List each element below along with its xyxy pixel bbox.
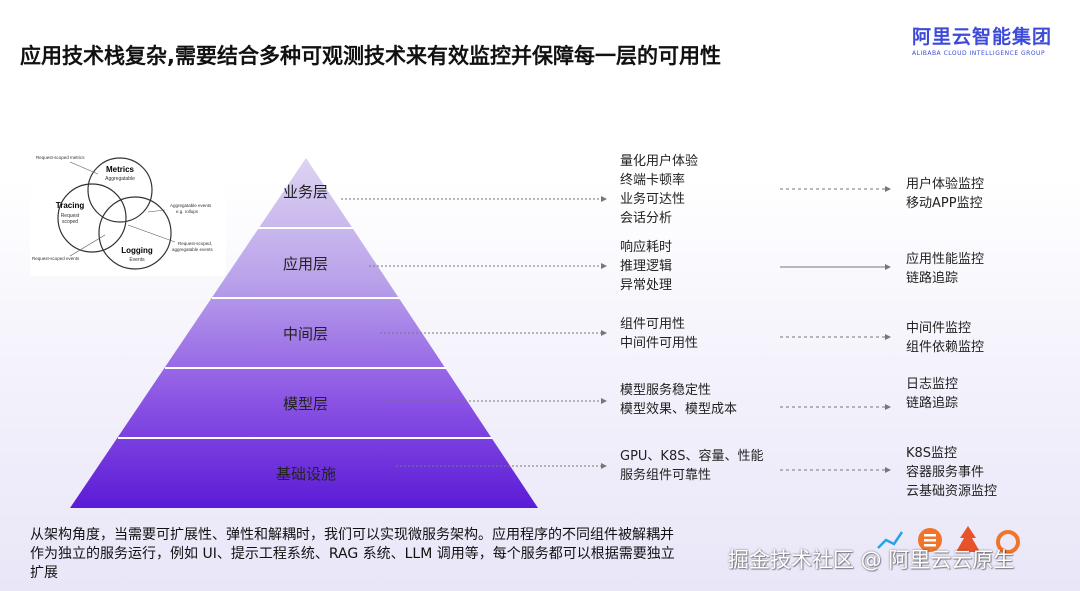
feature-item: 服务组件可靠性 [620,468,712,483]
logging-sub: Events [129,257,145,263]
feature-item: 异常处理 [620,278,673,293]
feature-item: 组件可用性 [620,317,686,332]
monitoring-item: 用户体验监控 [906,177,985,192]
metrics-sub: Aggregatable [105,176,135,182]
features-middleware: 组件可用性 中间件可用性 [620,315,698,353]
leader-line [69,234,106,257]
footer-line: 作为独立的服务运行，例如 UI、提示工程系统、RAG 系统、LLM 调用等，每个… [30,546,675,562]
layer-label-middleware: 中间层 [283,325,329,343]
monitoring-item: K8S监控 [906,446,958,461]
monitoring-item: 组件依赖监控 [906,340,985,355]
monitoring-item: 中间件监控 [906,321,972,336]
monitoring-item: 链路追踪 [906,271,959,286]
leader-line [69,161,99,175]
feature-item: 模型效果、模型成本 [620,402,738,417]
tracing-sub1: Request [61,213,80,219]
monitoring-item: 移动APP监控 [906,196,983,211]
monitoring-business: 用户体验监控 移动APP监控 [906,175,984,213]
monitoring-model: 日志监控 链路追踪 [906,375,958,413]
logging-title: Logging [121,246,153,255]
leader-line [127,224,176,243]
decorative-icons [877,526,1020,554]
logo-name-cn: 阿里云智能集团 [912,26,1053,48]
footer-line: 扩展 [30,565,58,581]
monitoring-infrastructure: K8S监控 容器服务事件 云基础资源监控 [906,444,997,501]
observability-venn-diagram: Metrics Aggregatable Tracing Request sco… [30,150,226,276]
features-business: 量化用户体验 终端卡顿率 业务可达性 会话分析 [620,152,698,228]
monitoring-item: 云基础资源监控 [906,484,998,499]
rocket-icon [956,526,980,552]
slide-title: 应用技术栈复杂,需要结合多种可观测技术来有效监控并保障每一层的可用性 [20,44,721,68]
note-agg-events-2: e.g. rollups [176,209,199,214]
features-application: 响应耗时 推理逻辑 异常处理 [620,238,672,295]
note-agg-events-1: Aggregatable events [170,203,212,208]
feature-item: 响应耗时 [620,240,673,255]
features-infrastructure: GPU、K8S、容量、性能 服务组件可靠性 [620,447,763,485]
watermark-text: 掘金技术社区 @ 阿里云云原生 [728,548,1015,572]
monitoring-middleware: 中间件监控 组件依赖监控 [906,319,984,357]
monitoring-item: 应用性能监控 [906,252,985,267]
monitoring-item: 容器服务事件 [906,465,985,480]
feature-item: 模型服务稳定性 [620,383,712,398]
layer-label-business: 业务层 [283,183,329,201]
features-model: 模型服务稳定性 模型效果、模型成本 [620,381,737,419]
trend-chart-icon [877,531,904,549]
alibaba-cloud-logo: 阿里云智能集团 ALIBABA CLOUD INTELLIGENCE GROUP [912,22,1052,57]
leader-line [147,209,166,213]
feature-item: 会话分析 [620,211,673,226]
monitoring-item: 日志监控 [906,377,959,392]
logging-circle [98,196,172,270]
pyramid-body [70,158,538,508]
gear-icon [996,530,1020,554]
feature-item: 终端卡顿率 [620,173,686,188]
layer-label-infrastructure: 基础设施 [276,465,337,483]
tracing-title: Tracing [56,201,85,210]
monitoring-application: 应用性能监控 链路追踪 [906,250,984,288]
footer-description: 从架构角度，当需要可扩展性、弹性和解耦时，我们可以实现微服务架构。应用程序的不同… [30,526,810,583]
feature-item: 推理逻辑 [620,259,673,274]
tracing-circle [57,183,127,253]
feature-item: 业务可达性 [620,192,686,207]
metrics-title: Metrics [106,165,135,174]
tracing-sub2: scoped [62,219,78,225]
monitoring-item: 链路追踪 [906,396,959,411]
feature-item: 量化用户体验 [620,154,699,169]
feature-item: 中间件可用性 [620,336,699,351]
footer-line: 从架构角度，当需要可扩展性、弹性和解耦时，我们可以实现微服务架构。应用程序的不同… [30,527,674,543]
feature-item: GPU、K8S、容量、性能 [620,449,764,464]
note-request-metrics: Request-scoped metrics [36,155,85,160]
venn-svg: Metrics Aggregatable Tracing Request sco… [32,155,214,270]
logo-name-en: ALIBABA CLOUD INTELLIGENCE GROUP [912,50,1046,57]
layer-label-application: 应用层 [283,255,329,273]
note-req-agg-1: Request-scoped, [178,241,212,246]
note-req-events: Request-scoped events [32,256,80,261]
metrics-circle [87,157,153,223]
note-req-agg-2: aggregatable events [172,247,214,252]
layer-label-model: 模型层 [283,395,329,413]
